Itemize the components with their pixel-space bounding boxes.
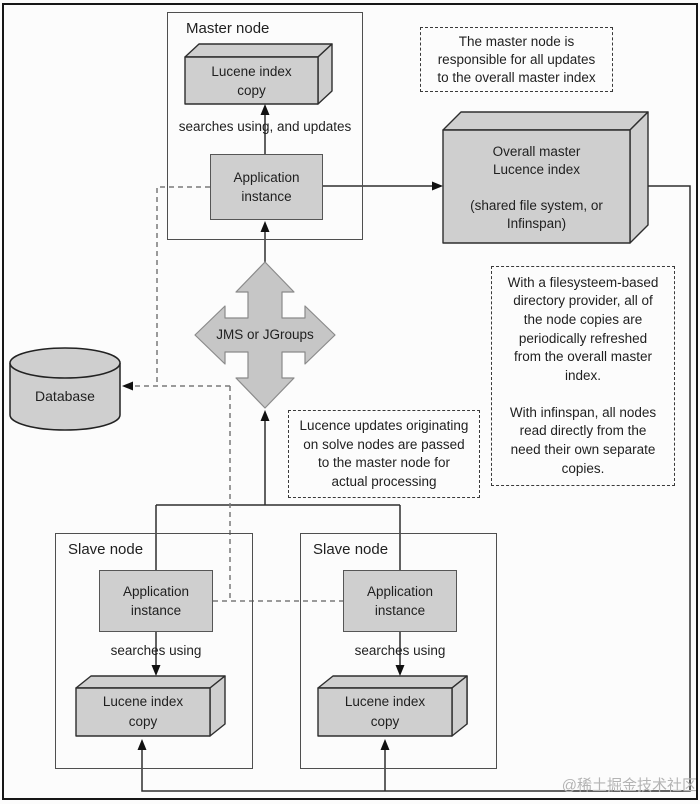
master-app-instance-box: Application instance [210, 154, 323, 220]
master-node-title: Master node [186, 20, 270, 37]
master-node-panel [167, 12, 363, 240]
arrow-down-right-lucene [395, 665, 405, 676]
arrow-up-cross-bottom [260, 410, 270, 421]
right-slave-lucene-3d-box [317, 675, 468, 737]
database-label: Database [35, 388, 95, 404]
arrow-up-right-lucene-bottom [380, 739, 390, 750]
note-update-flow: Lucence updates originating on solve nod… [288, 410, 480, 498]
arrow-right-overall-index [432, 181, 443, 191]
right-slave-node-title: Slave node [313, 541, 389, 558]
arrow-down-left-lucene [151, 665, 161, 676]
left-slave-node-panel [55, 533, 253, 769]
note-refresh-behavior: With a filesysteem-based directory provi… [491, 266, 675, 486]
left-slave-app-instance-box: Application instance [99, 570, 213, 632]
database-cylinder-icon [9, 347, 121, 431]
master-lucene-3d-box [184, 43, 333, 105]
right-slave-lucene-copy-label: Lucene index copy [344, 694, 426, 729]
right-slave-searches-label: searches using [354, 643, 446, 658]
left-slave-node-title: Slave node [68, 541, 144, 558]
arrow-up-master-app [260, 221, 270, 232]
left-slave-searches-label: searches using [110, 643, 202, 658]
messaging-cross-icon [194, 261, 336, 409]
master-lucene-copy-label: Lucene index copy [211, 64, 292, 98]
left-slave-lucene-3d-box [75, 675, 226, 737]
overall-to-slaves-return-line [141, 185, 691, 792]
right-slave-app-instance-box: Application instance [343, 570, 457, 632]
master-searches-label: searches using, and updates [178, 119, 352, 134]
arrow-left-database [122, 381, 133, 391]
overall-index-3d-box [442, 111, 649, 244]
arrow-up-left-lucene-bottom [137, 739, 147, 750]
arrow-up-master-lucene [260, 104, 270, 115]
overall-index-label: Overall master Lucence index (shared fil… [470, 144, 603, 231]
watermark-text: @稀土掘金技术社区 [561, 777, 697, 794]
right-slave-node-panel [300, 533, 497, 769]
messaging-label: JMS or JGroups [216, 327, 314, 342]
left-slave-lucene-copy-label: Lucene index copy [102, 694, 184, 729]
note-master-responsibility: The master node is responsible for all u… [420, 27, 613, 92]
